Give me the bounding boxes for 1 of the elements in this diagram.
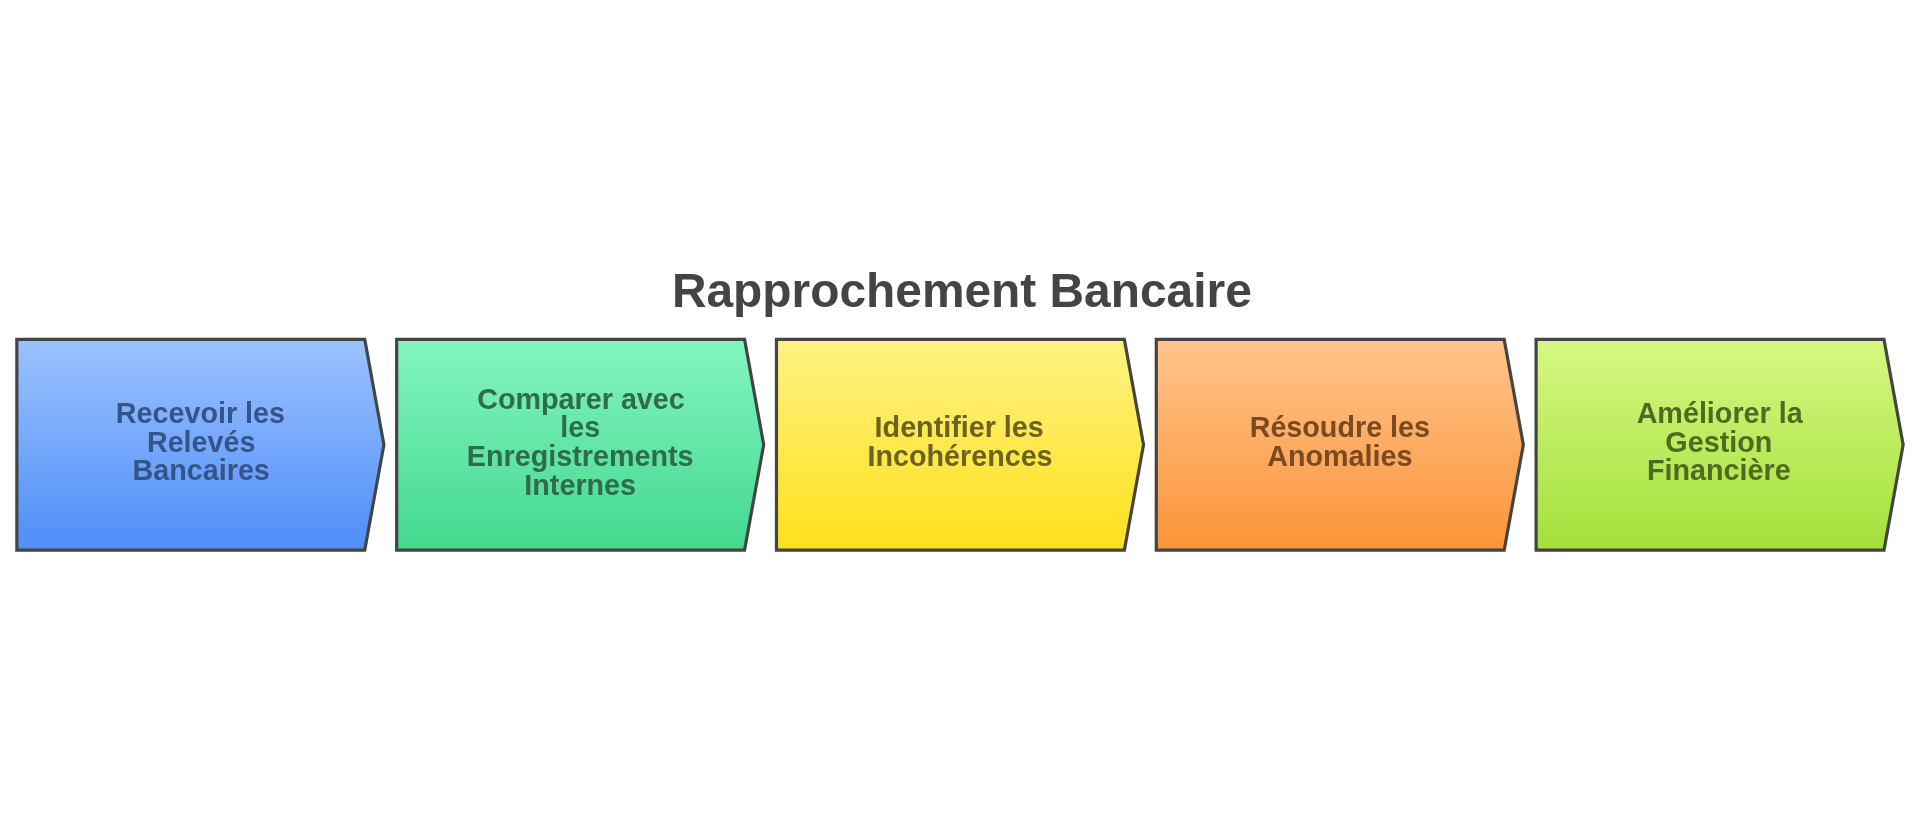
diagram-title: Rapprochement Bancaire (671, 264, 1252, 318)
